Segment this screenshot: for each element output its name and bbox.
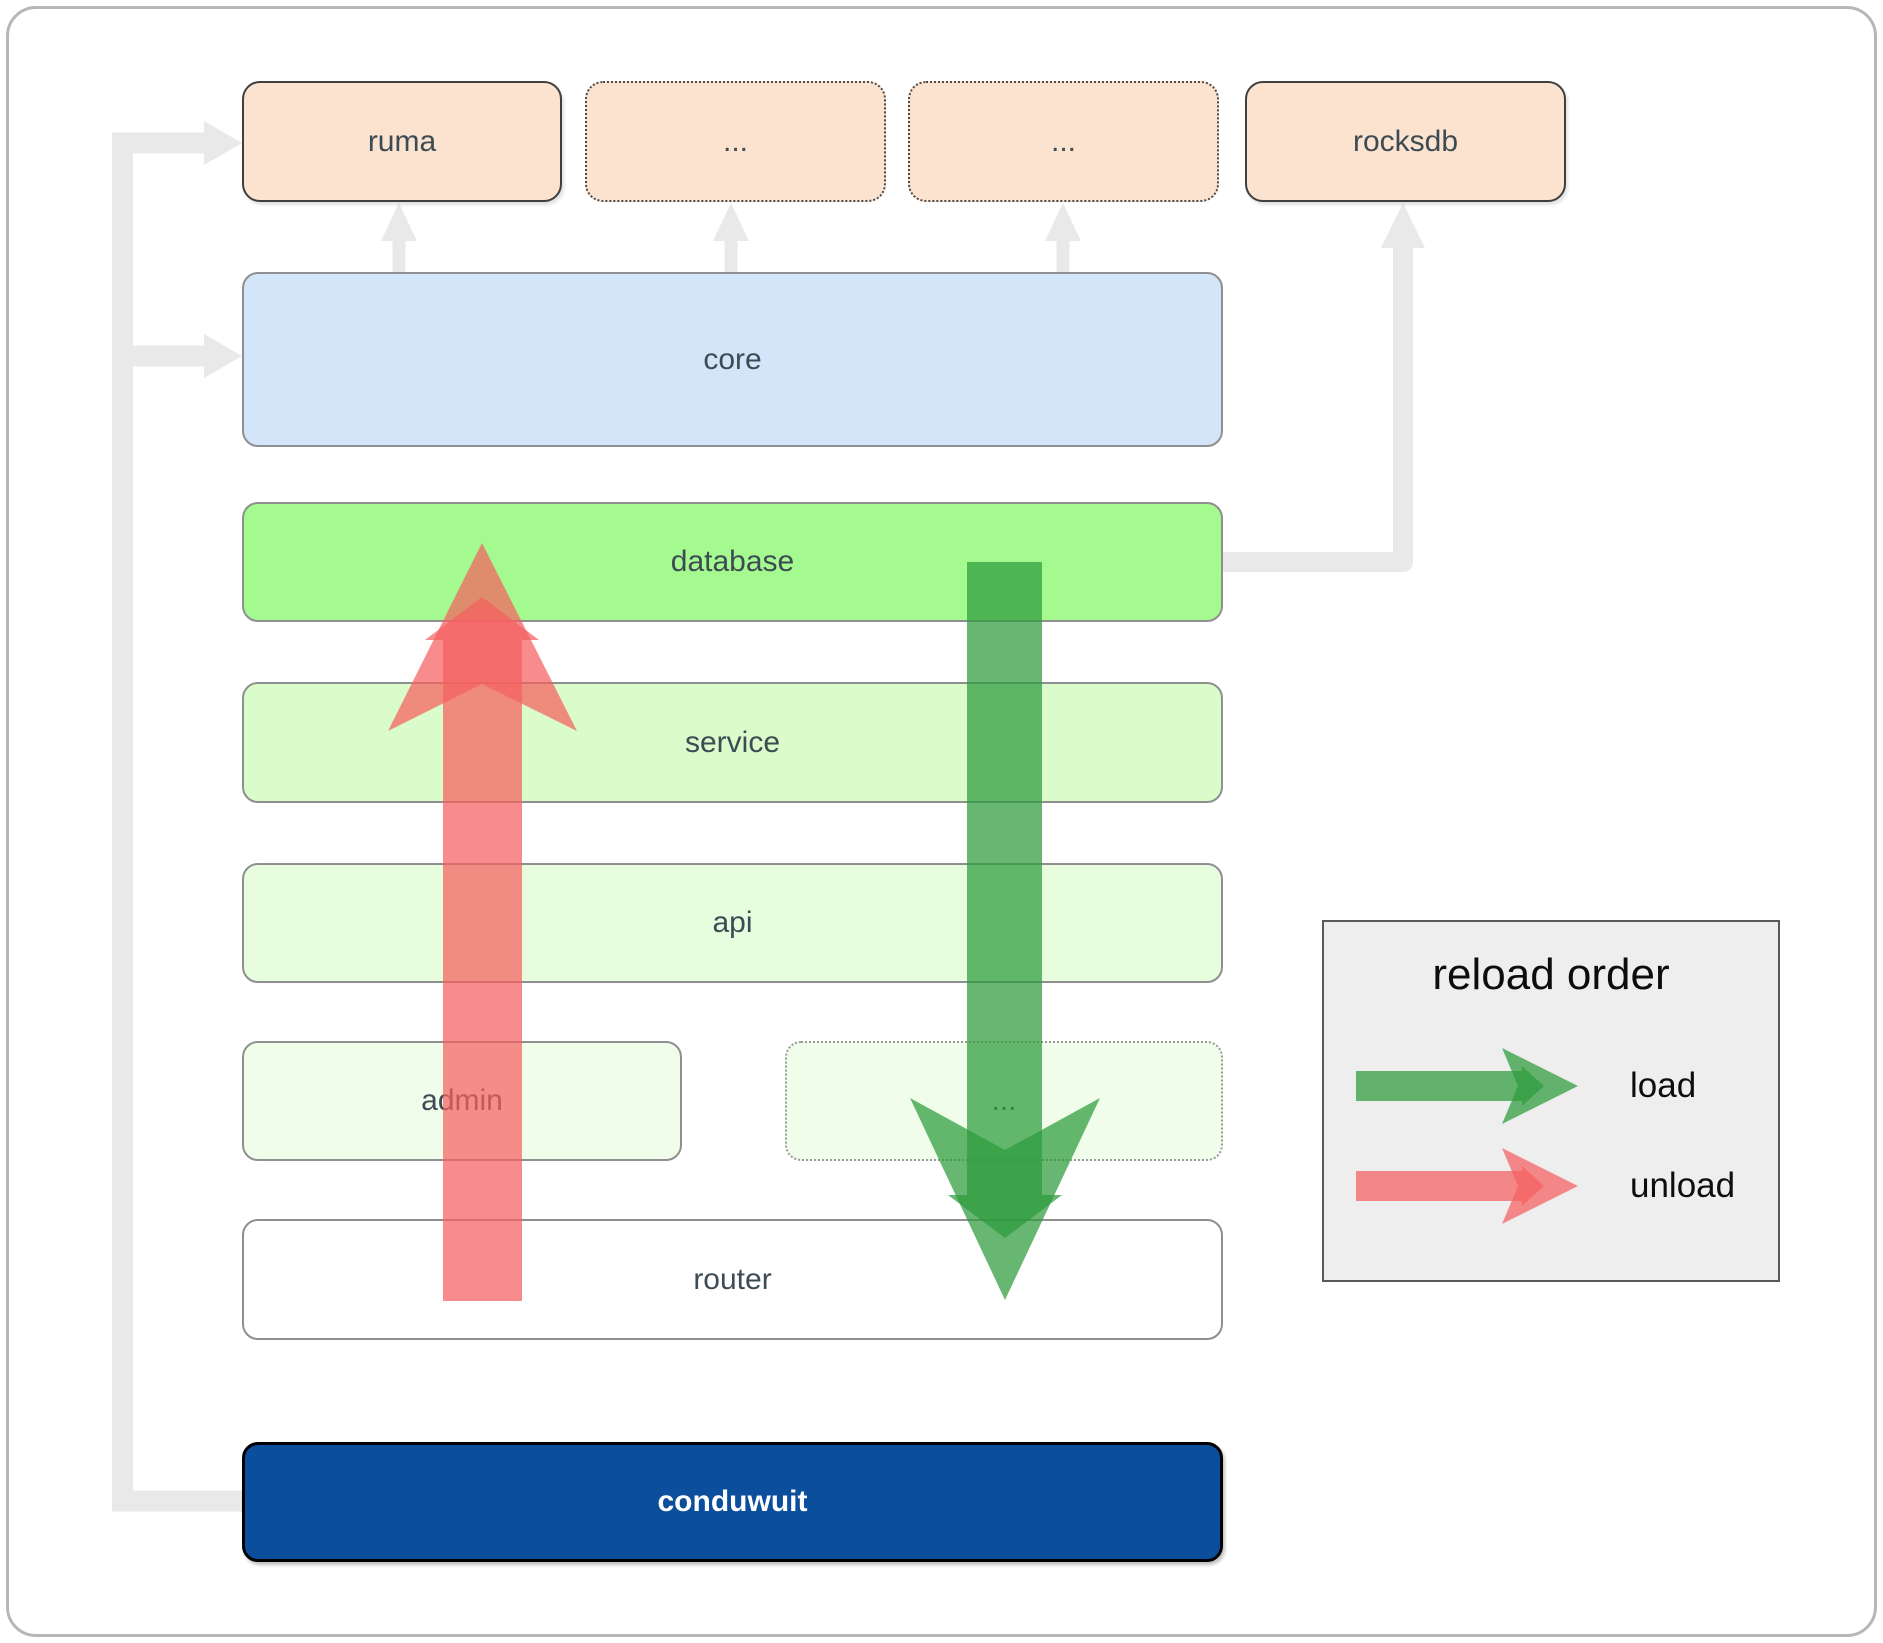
legend-title: reload order [1432, 950, 1670, 999]
node-database: database [242, 502, 1223, 622]
legend: reload order load unload [1322, 920, 1780, 1282]
conduwuit-left-connector-line [112, 132, 243, 1512]
node-rocksdb: rocksdb [1245, 81, 1566, 202]
core-to-ellipsis2-arrowhead [1045, 203, 1081, 241]
legend-label-load: load [1630, 1066, 1697, 1105]
node-core: core [242, 272, 1223, 447]
node-ellipsis-2: ... [908, 81, 1219, 202]
core-to-ruma-arrowhead [381, 203, 417, 241]
core-to-ellipsis1-arrowhead [713, 203, 749, 241]
node-conduwuit: conduwuit [242, 1442, 1223, 1562]
outer-border [6, 6, 1877, 1637]
legend-row-unload: unload [1356, 1144, 1735, 1228]
node-ellipsis-1: ... [585, 81, 886, 202]
node-admin: admin [242, 1041, 682, 1161]
arrowhead-into-core [204, 334, 242, 378]
node-ruma: ruma [242, 81, 562, 202]
legend-row-load: load [1356, 1044, 1696, 1128]
node-ellipsis-3: ... [785, 1041, 1223, 1161]
node-api: api [242, 863, 1223, 983]
arrowhead-into-rocksdb [1381, 203, 1425, 248]
node-router: router [242, 1219, 1223, 1340]
unload-arrow-icon [1356, 1148, 1578, 1224]
legend-label-unload: unload [1630, 1166, 1736, 1205]
node-service: service [242, 682, 1223, 803]
database-to-rocksdb-connector [1223, 247, 1413, 572]
arrowhead-into-ruma [204, 121, 242, 165]
load-arrow-icon [1356, 1048, 1578, 1124]
